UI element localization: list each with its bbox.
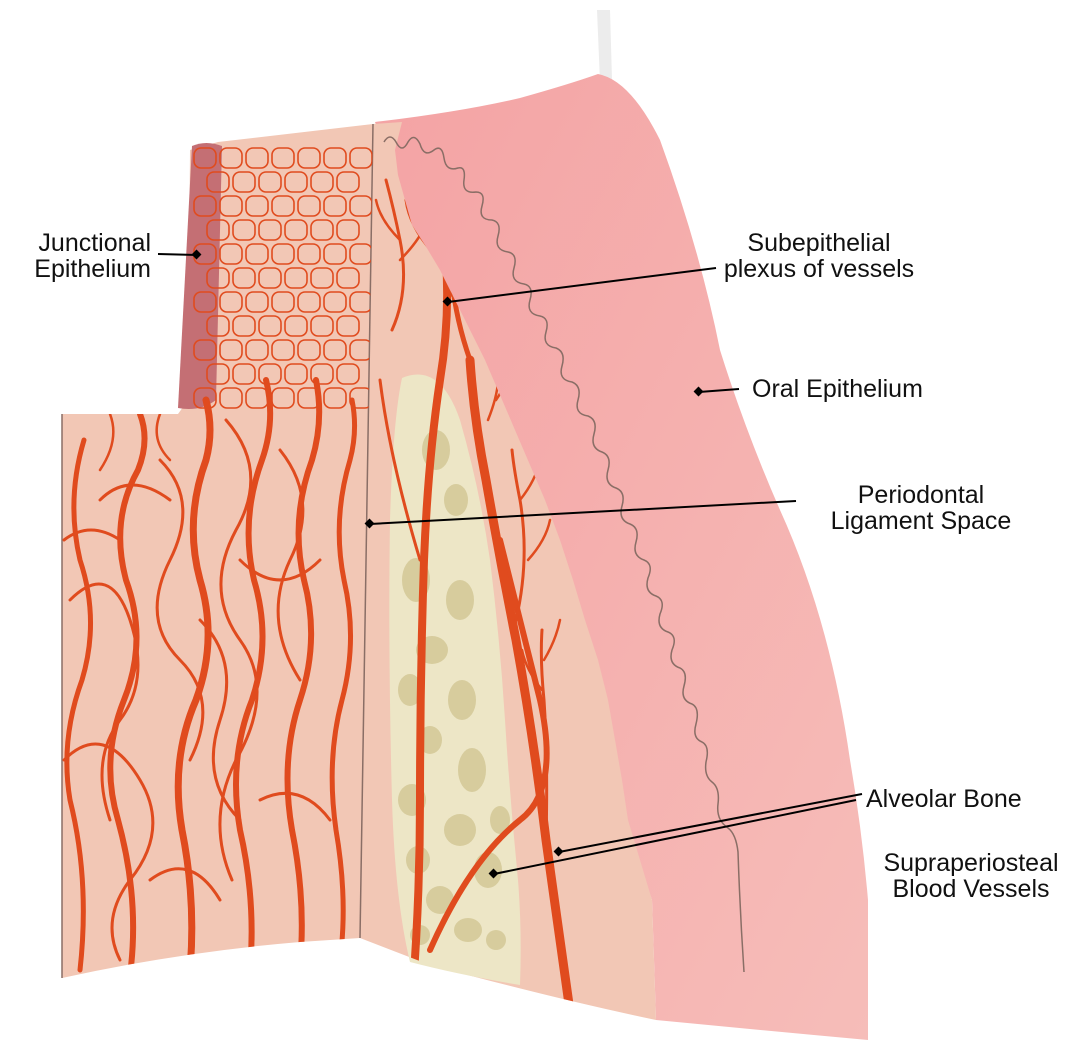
label-oral-epithelium: Oral Epithelium [752, 376, 972, 402]
label-periodontal-ligament-space: Periodontal Ligament Space [806, 482, 1036, 534]
label-periodontal-line-2: Ligament Space [806, 508, 1036, 534]
label-alveolar-line-1: Alveolar Bone [866, 786, 1066, 812]
label-periodontal-line-1: Periodontal [806, 482, 1036, 508]
label-subepithelial-line-2: plexus of vessels [694, 256, 944, 282]
label-alveolar-bone: Alveolar Bone [866, 786, 1066, 812]
leader-junctional [158, 254, 197, 255]
label-junctional-line-2: Epithelium [8, 256, 151, 282]
label-junctional-epithelium: Junctional Epithelium [8, 230, 151, 282]
label-supraperiosteal-blood-vessels: Supraperiosteal Blood Vessels [866, 850, 1076, 902]
label-subepithelial-line-1: Subepithelial [694, 230, 944, 256]
label-junctional-line-1: Junctional [8, 230, 151, 256]
background-stroke [597, 10, 612, 82]
label-oral-line-1: Oral Epithelium [752, 376, 972, 402]
label-subepithelial-plexus: Subepithelial plexus of vessels [694, 230, 944, 282]
junctional-epithelium-band [178, 143, 222, 409]
label-supraperiosteal-line-2: Blood Vessels [866, 876, 1076, 902]
label-supraperiosteal-line-1: Supraperiosteal [866, 850, 1076, 876]
